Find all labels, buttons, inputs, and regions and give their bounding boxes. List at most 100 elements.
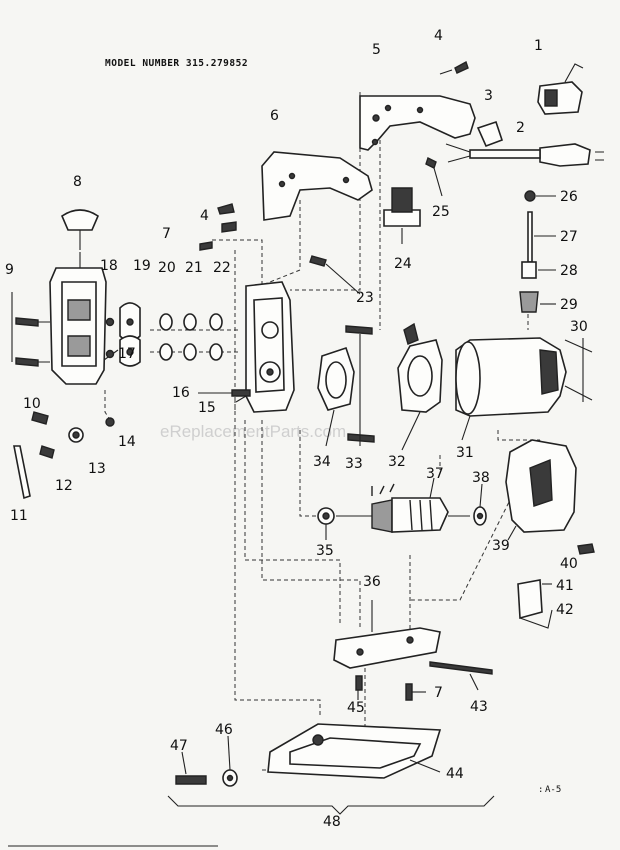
- label-4-mid: 4: [200, 208, 209, 224]
- part-38-bearing: [473, 483, 487, 526]
- label-9: 9: [5, 262, 14, 278]
- part-9-pins: [11, 292, 39, 367]
- label-2: 2: [516, 120, 525, 136]
- part-37-armature: [336, 477, 470, 533]
- label-15: 15: [198, 400, 216, 416]
- label-41: 41: [556, 578, 574, 594]
- part-48-group-bracket: [167, 795, 495, 815]
- label-22: 22: [213, 260, 231, 276]
- part-14-washer: [105, 417, 115, 427]
- label-37: 37: [426, 466, 444, 482]
- part-45-screw: [355, 675, 363, 700]
- label-20: 20: [158, 260, 176, 276]
- part-24-switch-bracket: [383, 187, 421, 244]
- page-id-bullet: :: [538, 785, 543, 795]
- part-2-cord-plug: [445, 143, 604, 167]
- label-47: 47: [170, 738, 188, 754]
- label-34: 34: [313, 454, 331, 470]
- part-46-washer: [222, 735, 238, 787]
- watermark: eReplacementParts.com: [160, 422, 346, 441]
- part-32-field-assembly: [397, 322, 443, 451]
- label-25: 25: [432, 204, 450, 220]
- label-11: 11: [10, 508, 28, 524]
- part-30-screws: [564, 338, 593, 402]
- label-14: 14: [118, 434, 136, 450]
- label-10: 10: [23, 396, 41, 412]
- label-8: 8: [73, 174, 82, 190]
- label-13: 13: [88, 461, 106, 477]
- part-11-wrench: [13, 445, 31, 500]
- part-number-labels: 1 2 3 4 4 5 6 7 7 8 9 10 11 12 13 14 15 …: [5, 28, 588, 830]
- part-31-motor-housing: [455, 337, 567, 441]
- part-4-screw-upper: [439, 60, 469, 75]
- part-40-screw: [577, 543, 595, 555]
- part-41-plate: [517, 579, 552, 620]
- part-12-setscrew: [39, 445, 55, 459]
- label-33: 33: [345, 456, 363, 472]
- label-29: 29: [560, 297, 578, 313]
- part-18-bushing: [105, 317, 115, 359]
- label-19: 19: [133, 258, 151, 274]
- label-31: 31: [456, 445, 474, 461]
- label-38: 38: [472, 470, 490, 486]
- label-21: 21: [185, 260, 203, 276]
- label-39: 39: [492, 538, 510, 554]
- part-26-brush-cap: [524, 190, 556, 202]
- label-23: 23: [356, 290, 374, 306]
- label-18: 18: [100, 258, 118, 274]
- label-40: 40: [560, 556, 578, 572]
- label-24: 24: [394, 256, 412, 272]
- part-33-screws: [345, 325, 375, 446]
- label-43: 43: [470, 699, 488, 715]
- part-15-gear-housing: [235, 281, 295, 413]
- part-25-screw: [425, 157, 443, 197]
- part-20-roller: [159, 313, 173, 361]
- part-34-baffle: [317, 346, 355, 447]
- part-47-screw: [175, 751, 207, 785]
- label-3: 3: [484, 88, 493, 104]
- label-16: 16: [172, 385, 190, 401]
- label-42: 42: [556, 602, 574, 618]
- part-28-brush: [521, 261, 556, 279]
- part-42-clip: [519, 609, 553, 629]
- part-6-handle-half: [261, 151, 373, 221]
- label-27: 27: [560, 229, 578, 245]
- part-21-roller: [183, 313, 197, 361]
- part-4-screw-lower: [217, 203, 237, 233]
- part-27-spring: [527, 211, 556, 263]
- part-1-switch: [537, 63, 584, 115]
- part-22-roller: [209, 313, 223, 361]
- label-6: 6: [270, 108, 279, 124]
- label-35: 35: [316, 543, 334, 559]
- label-32: 32: [388, 454, 406, 470]
- part-10-setscrew: [31, 411, 49, 425]
- part-7-screw-lower: [405, 683, 426, 701]
- part-39-end-cover: [505, 439, 577, 541]
- part-29-brush-holder: [519, 291, 556, 313]
- label-7-upper: 7: [162, 226, 171, 242]
- label-26: 26: [560, 189, 578, 205]
- label-44: 44: [446, 766, 464, 782]
- part-44-base: [267, 723, 442, 779]
- part-23-screw: [309, 255, 361, 295]
- part-17-plunger-assembly: [38, 252, 119, 385]
- label-45: 45: [347, 700, 365, 716]
- label-12: 12: [55, 478, 73, 494]
- part-19-counterweight: [119, 302, 141, 367]
- label-17: 17: [118, 346, 136, 362]
- label-30: 30: [570, 319, 588, 335]
- label-28: 28: [560, 263, 578, 279]
- part-5-handle-half: [359, 95, 476, 151]
- label-46: 46: [215, 722, 233, 738]
- part-43-blade: [429, 661, 493, 691]
- label-36: 36: [363, 574, 381, 590]
- label-1: 1: [534, 38, 543, 54]
- label-48: 48: [323, 814, 341, 830]
- label-7-lower: 7: [434, 685, 443, 701]
- page-id: A-5: [545, 785, 561, 795]
- part-7-screw: [199, 241, 213, 251]
- part-16-screw: [198, 389, 251, 397]
- part-8-knob: [61, 209, 99, 250]
